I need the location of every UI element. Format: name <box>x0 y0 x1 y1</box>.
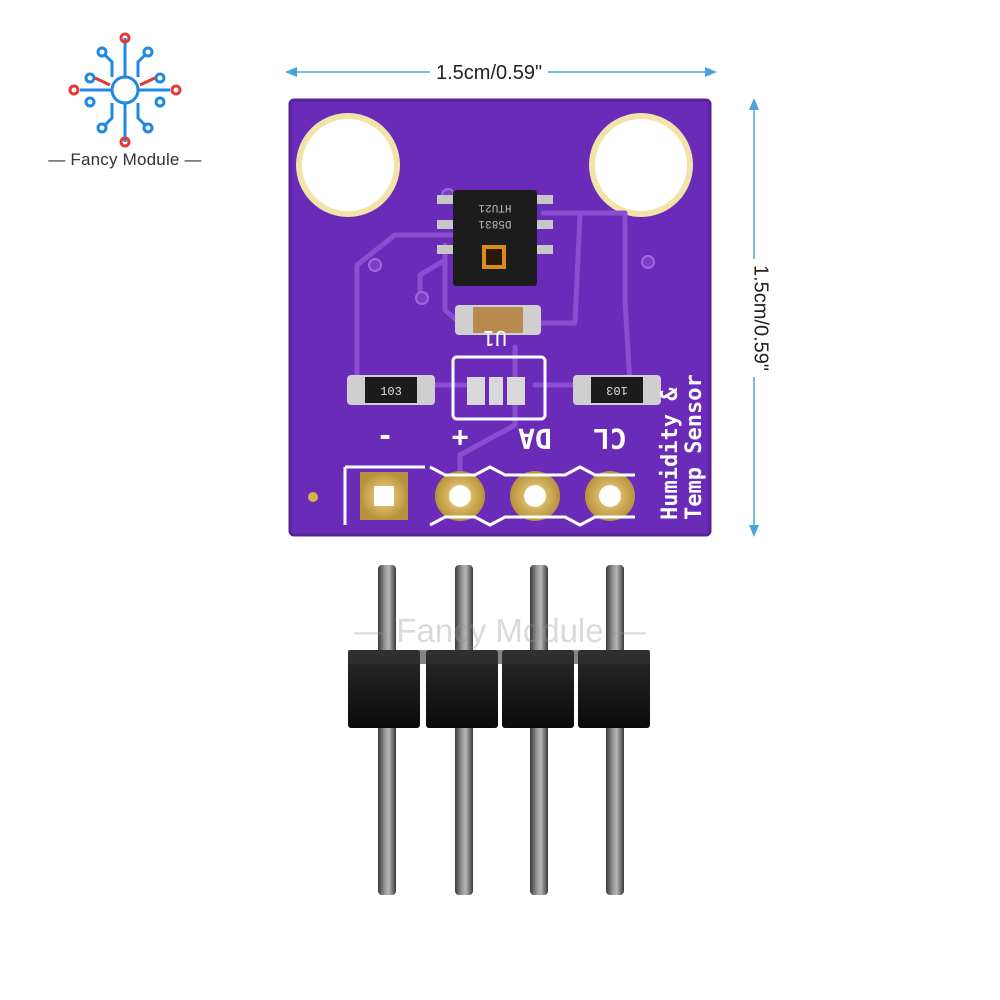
header-pins <box>378 565 624 895</box>
brand-logo <box>68 32 182 148</box>
header-plastic-housing <box>348 650 650 728</box>
height-dimension-label: 1.5cm/0.59" <box>748 258 772 378</box>
board-title-line2: Temp Sensor <box>682 374 707 520</box>
header-pin <box>455 565 473 895</box>
header-pin <box>530 565 548 895</box>
pin-label-gnd: - <box>377 422 394 455</box>
u1-label: U1 <box>483 326 507 350</box>
htu21-sensor-chip: HTU21 D5831 <box>437 190 553 286</box>
pin-label-scl: CL <box>593 422 627 455</box>
capacitor <box>455 305 541 335</box>
circuit-cross-logo-icon <box>68 32 182 148</box>
resistor-left: 103 <box>347 375 435 405</box>
jumper-outline <box>451 355 547 421</box>
header-pin <box>606 565 624 895</box>
header-pads <box>360 471 635 521</box>
resistor-right-label: 103 <box>606 383 628 397</box>
chip-marking-2: D5831 <box>478 217 511 229</box>
sensor-board: HTU21 D5831 U1 103 103 - + DA CL Humidit… <box>288 98 712 537</box>
board-title-line1: Humidity & <box>658 387 683 520</box>
header-pin <box>378 565 396 895</box>
pin-label-vcc: + <box>452 422 469 455</box>
chip-marking-1: HTU21 <box>478 201 511 213</box>
brand-name: — Fancy Module — <box>48 150 202 169</box>
arrow-up-icon <box>749 98 759 110</box>
brand-name-text: Fancy Module <box>70 150 180 169</box>
resistor-left-label: 103 <box>380 385 402 399</box>
resistor-right: 103 <box>573 375 661 405</box>
header-pin-strip <box>348 565 650 895</box>
arrow-left-icon <box>285 67 297 77</box>
arrow-down-icon <box>749 525 759 537</box>
pin-label-sda: DA <box>518 422 552 455</box>
width-dimension-label: 1.5cm/0.59" <box>430 62 549 85</box>
arrow-right-icon <box>705 67 717 77</box>
